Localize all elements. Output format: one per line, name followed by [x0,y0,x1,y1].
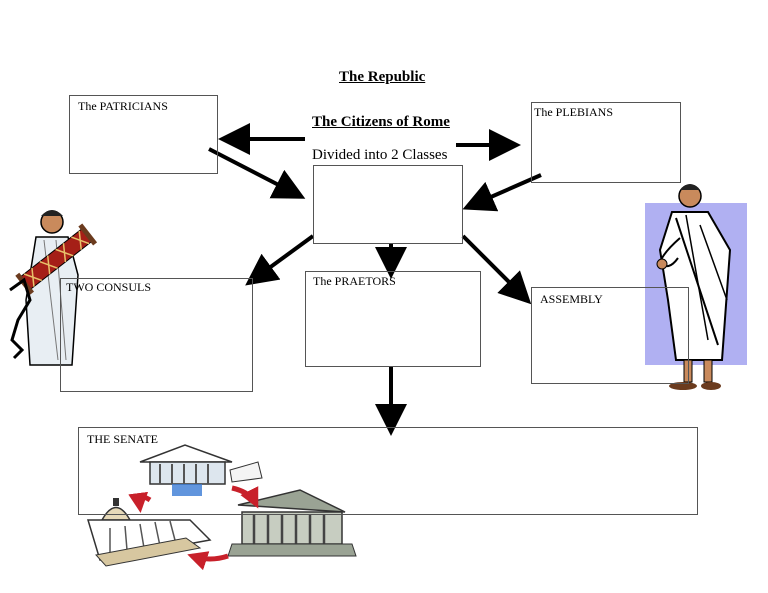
arrow-patricians-to-center [208,147,306,199]
box-assembly: ASSEMBLY [531,287,689,384]
box-patricians: The PATRICIANS [69,95,218,174]
government-buildings-cycle-icon [86,444,357,571]
page-title: The Republic [339,69,426,85]
box-praetors-label: The PRAETORS [313,274,396,288]
arrow-center-to-assembly [461,234,532,305]
box-plebians-label: The PLEBIANS [534,105,613,119]
box-assembly-label: ASSEMBLY [540,292,603,306]
box-patricians-label: The PATRICIANS [78,99,168,113]
box-senate: THE SENATE [78,427,698,515]
box-praetors: The PRAETORS [305,271,481,367]
caption-classes: Divided into 2 Classes [312,147,448,163]
box-consuls-label: TWO CONSULS [66,280,152,294]
box-senate-label: THE SENATE [87,432,158,446]
arrow-center-to-consuls [245,234,315,286]
box-consuls: TWO CONSULS [60,278,253,392]
subtitle-citizens: The Citizens of Rome [312,114,450,130]
arrow-plebians-to-center [462,173,542,212]
box-plebians: The PLEBIANS [531,102,681,183]
roman-woman-with-scroll-icon [9,210,98,366]
box-center [313,165,463,244]
roman-man-in-toga-icon [645,184,747,390]
